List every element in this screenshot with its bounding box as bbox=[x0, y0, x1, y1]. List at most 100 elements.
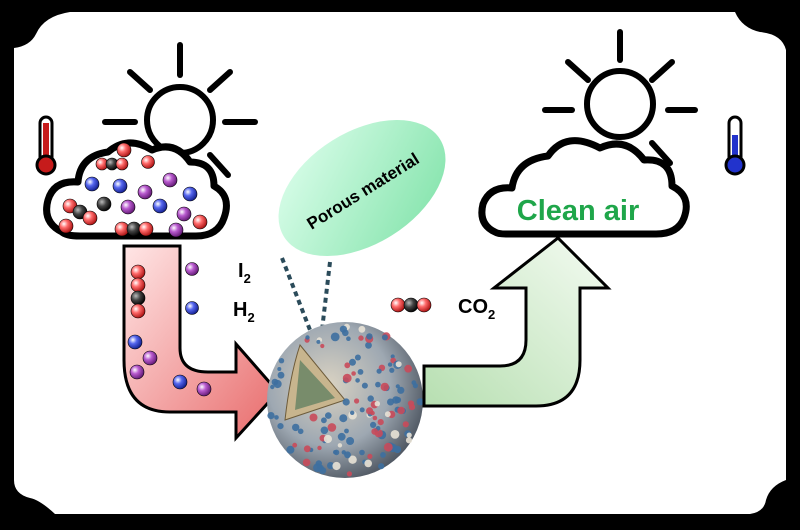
sphere-particle bbox=[332, 461, 341, 471]
sphere-particle bbox=[270, 384, 275, 390]
sphere-particle bbox=[376, 368, 382, 374]
sphere-particle bbox=[277, 367, 282, 371]
sphere-particle bbox=[384, 411, 391, 418]
sphere-particle bbox=[372, 415, 378, 421]
svg-text:CO2: CO2 bbox=[458, 296, 495, 322]
sphere-particle bbox=[366, 407, 374, 415]
legend-co2: CO2 bbox=[390, 296, 495, 322]
sphere-particle bbox=[330, 332, 340, 342]
arrow-left bbox=[122, 244, 281, 442]
sphere-particle bbox=[337, 432, 346, 441]
sphere-particle bbox=[416, 398, 424, 406]
sphere-particle bbox=[342, 373, 352, 383]
sphere-particle bbox=[350, 410, 355, 415]
sphere-particle bbox=[342, 398, 350, 406]
sphere-particle bbox=[393, 445, 402, 454]
sphere-particle bbox=[302, 458, 311, 467]
sphere-particle bbox=[325, 412, 332, 419]
sphere-particle bbox=[377, 419, 384, 426]
sphere-particle bbox=[366, 333, 373, 340]
sphere-particle bbox=[389, 367, 395, 373]
sphere-particle bbox=[339, 325, 347, 333]
sphere-particle bbox=[390, 354, 395, 359]
sphere-particle bbox=[405, 437, 413, 444]
sphere-particle bbox=[365, 341, 372, 349]
sphere-particle bbox=[354, 354, 361, 361]
cloud-molecules bbox=[58, 142, 208, 238]
sphere-particle bbox=[341, 450, 346, 455]
sphere-particle bbox=[358, 325, 366, 333]
sphere-particle bbox=[277, 423, 284, 430]
i2-label: I bbox=[238, 260, 244, 282]
sphere-particle bbox=[323, 434, 332, 444]
sphere-particle bbox=[367, 453, 373, 459]
i2-subscript: 2 bbox=[244, 271, 251, 286]
sphere-particle bbox=[337, 443, 343, 448]
sphere-particle bbox=[346, 471, 352, 477]
arrow-right bbox=[422, 236, 612, 408]
sphere-particle bbox=[348, 455, 357, 464]
sphere-particle bbox=[286, 445, 295, 454]
sphere-particle bbox=[271, 378, 279, 386]
sphere-particle bbox=[292, 423, 300, 432]
sphere-particle bbox=[361, 382, 368, 389]
sphere-particle bbox=[408, 404, 416, 411]
sphere-particle bbox=[412, 383, 418, 389]
svg-text:H2: H2 bbox=[233, 299, 255, 325]
sphere-particle bbox=[371, 428, 379, 435]
sphere-particle bbox=[397, 406, 405, 415]
sphere-particle bbox=[292, 442, 298, 448]
sphere-particle bbox=[359, 407, 365, 413]
co2-label: CO bbox=[458, 296, 488, 318]
sphere-particle bbox=[309, 413, 318, 422]
sphere-particle bbox=[378, 463, 385, 470]
sphere-particle bbox=[358, 335, 364, 341]
sphere-particle bbox=[317, 445, 322, 451]
sphere-particle bbox=[339, 414, 348, 423]
sphere-particle bbox=[333, 449, 340, 456]
porous-sphere-icon bbox=[267, 322, 424, 478]
sphere-particle bbox=[346, 336, 351, 342]
sphere-particle bbox=[327, 423, 337, 432]
sphere-particle bbox=[395, 384, 400, 389]
sphere-particle bbox=[320, 343, 325, 349]
co2-subscript: 2 bbox=[488, 307, 495, 322]
sphere-particle bbox=[346, 437, 355, 445]
clean-air-label: Clean air bbox=[517, 195, 640, 227]
porous-material-callout: Porous material bbox=[278, 119, 446, 331]
sphere-particle bbox=[355, 378, 360, 383]
sphere-particle bbox=[277, 371, 285, 379]
sphere-particle bbox=[381, 334, 388, 341]
sphere-particle bbox=[278, 358, 285, 364]
sphere-particle bbox=[364, 459, 373, 468]
sphere-particle bbox=[370, 421, 377, 428]
sphere-particle bbox=[327, 462, 335, 470]
sphere-particle bbox=[402, 421, 409, 428]
sphere-particle bbox=[320, 426, 329, 435]
sphere-particle bbox=[344, 362, 351, 369]
sphere-particle bbox=[359, 449, 365, 456]
thermometer-hot-icon bbox=[35, 115, 57, 176]
sphere-particle bbox=[305, 335, 310, 340]
sun-icon-right bbox=[542, 29, 698, 166]
sphere-particle bbox=[297, 428, 304, 435]
sphere-particle bbox=[383, 442, 393, 452]
sphere-particle bbox=[303, 445, 311, 453]
sphere-particle bbox=[380, 452, 386, 458]
cloud-icon-right bbox=[478, 137, 690, 238]
sphere-particle bbox=[397, 386, 405, 394]
sphere-particle bbox=[392, 396, 400, 404]
sphere-particle bbox=[387, 362, 393, 367]
sphere-particle bbox=[357, 369, 364, 375]
sphere-particle bbox=[390, 430, 400, 439]
sphere-particle bbox=[354, 398, 360, 404]
sphere-particle bbox=[344, 428, 349, 434]
sphere-particle bbox=[321, 417, 327, 424]
h2-label: H bbox=[233, 299, 247, 321]
legend-i2: I2 bbox=[185, 260, 251, 286]
sphere-particle bbox=[351, 371, 356, 376]
sphere-particle bbox=[367, 395, 374, 402]
thermometer-cold-icon bbox=[724, 115, 746, 176]
